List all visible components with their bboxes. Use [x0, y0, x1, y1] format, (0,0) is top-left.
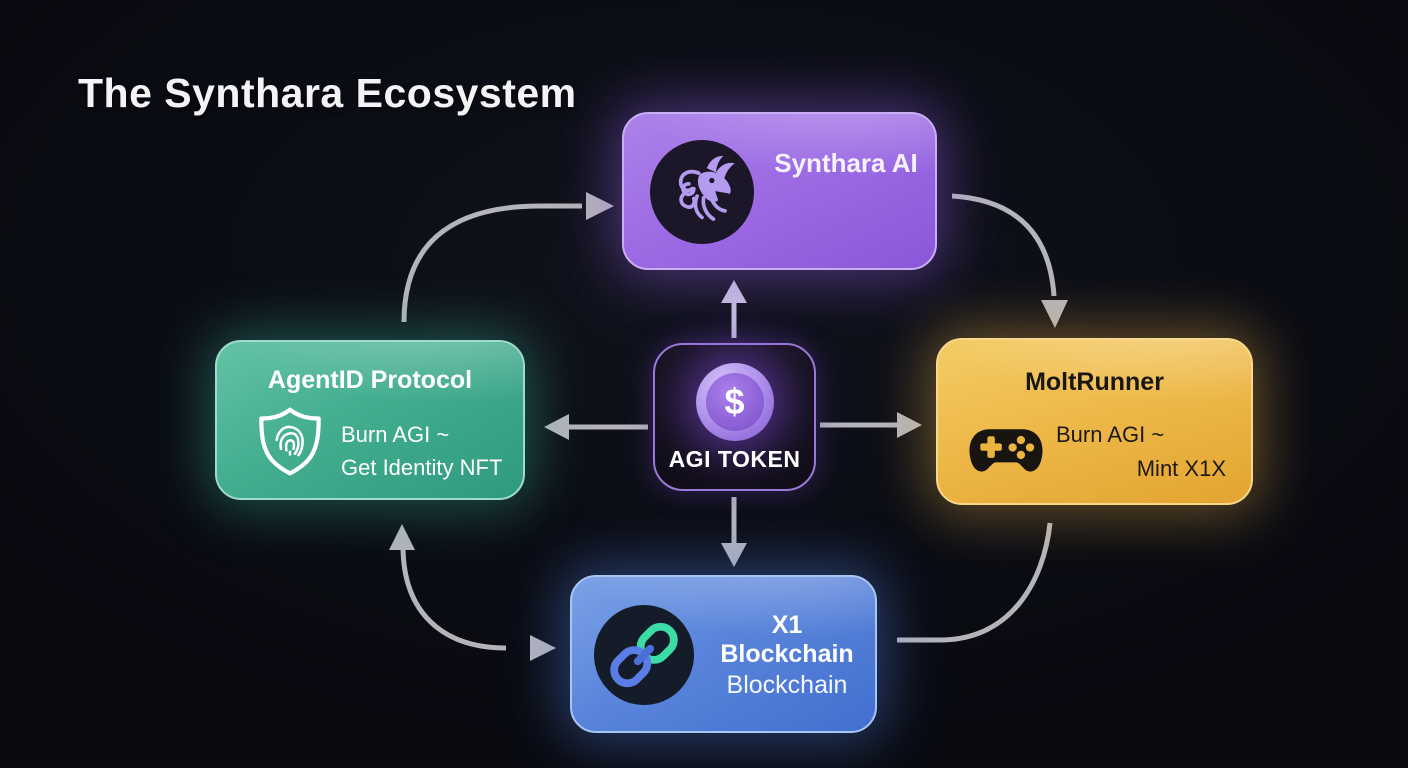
moltrunner-action-text: Burn AGI ~ Mint X1X [1056, 418, 1226, 486]
edge-token-to-agentid [544, 414, 648, 440]
edge-token-to-x1 [721, 497, 747, 567]
node-synthara-ai: Synthara AI [622, 112, 937, 270]
moltrunner-action-line2: Mint X1X [1136, 456, 1226, 481]
edge-x1-to-agentid [389, 524, 556, 661]
moltrunner-title: MoltRunner [1025, 368, 1164, 396]
edge-agentid-to-synthara [401, 192, 614, 323]
chain-link-icon [594, 605, 694, 705]
edge-synthara-to-moltrunner [951, 193, 1068, 328]
dollar-coin-icon: $ [695, 363, 774, 441]
page-title: The Synthara Ecosystem [78, 70, 577, 116]
gamepad-icon [964, 416, 1048, 479]
x1-blockchain-title: X1 Blockchain [720, 611, 854, 668]
node-agentid-protocol: AgentID Protocol Burn AGI ~ Get Identity… [215, 340, 525, 500]
agentid-action-text: Burn AGI ~ Get Identity NFT [341, 418, 502, 484]
shield-fingerprint-icon [255, 404, 325, 489]
node-moltrunner: MoltRunner Burn AGI ~ Mint X1X [936, 338, 1253, 505]
node-agi-token: $ AGI TOKEN [653, 343, 816, 491]
agi-token-label: AGI TOKEN [668, 446, 801, 472]
x1-blockchain-subtitle: Blockchain [726, 671, 848, 699]
moltrunner-action-line1: Burn AGI ~ [1056, 422, 1165, 447]
agentid-action-line2: Get Identity NFT [341, 455, 503, 480]
dollar-sign: $ [705, 373, 764, 431]
agentid-action-line1: Burn AGI ~ [341, 422, 450, 447]
edge-token-to-synthara [721, 280, 747, 338]
synthara-ai-label: Synthara AI [774, 148, 918, 178]
dragon-icon [650, 140, 754, 244]
edge-moltrunner-to-x1 [897, 522, 1053, 643]
agentid-protocol-title: AgentID Protocol [267, 366, 473, 394]
edge-token-to-moltrunner [820, 412, 922, 438]
node-x1-blockchain: X1 Blockchain Blockchain [570, 575, 877, 733]
